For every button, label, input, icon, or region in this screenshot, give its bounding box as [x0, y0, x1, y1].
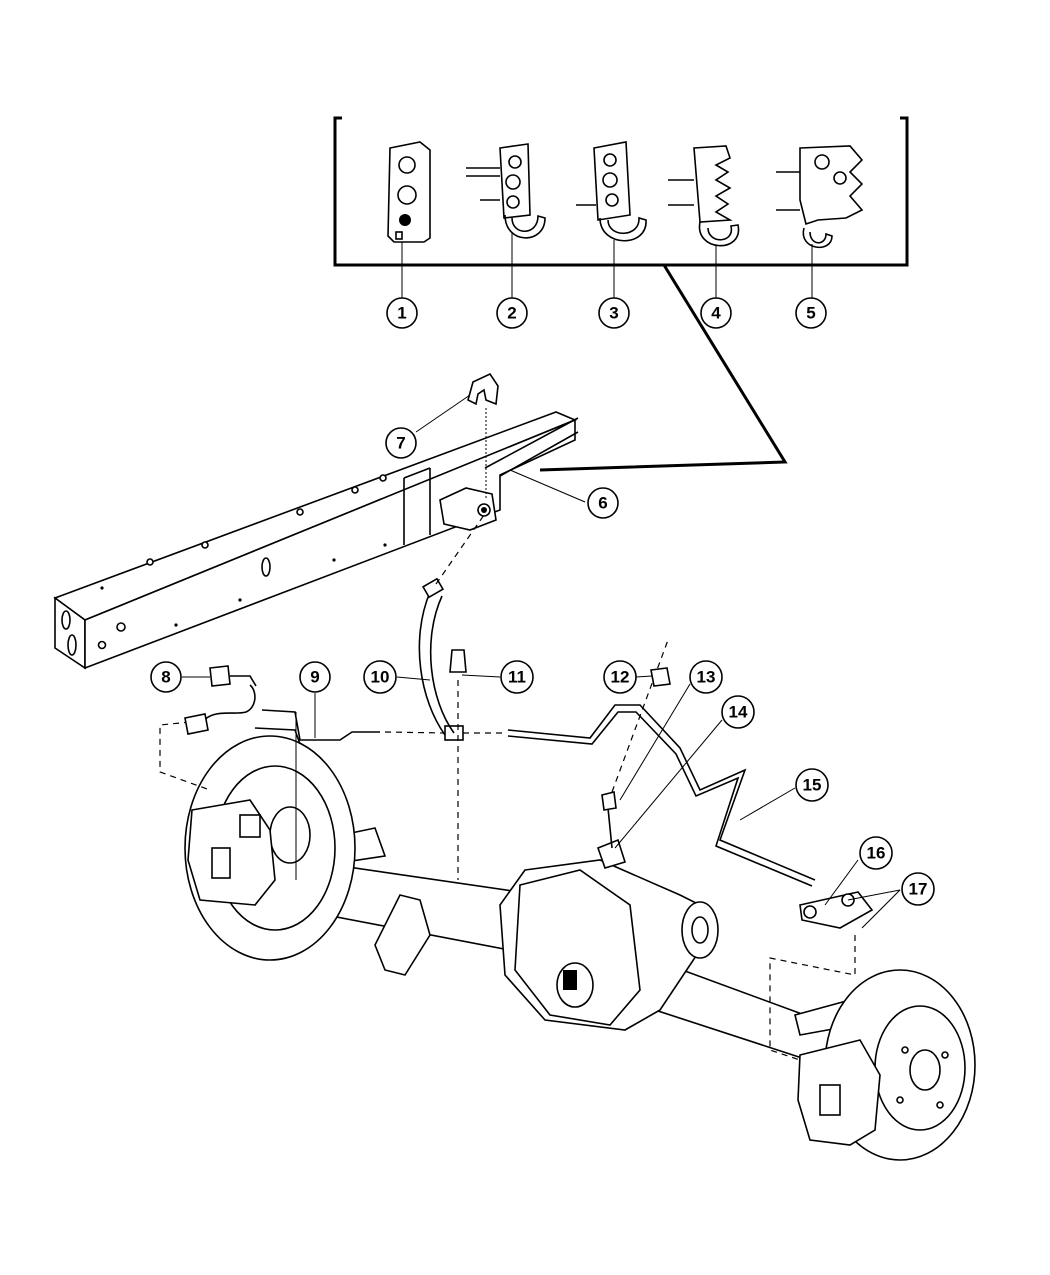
callout-label-5: 5 [806, 304, 815, 323]
clip-part-2 [466, 143, 546, 298]
clip-part-5 [776, 145, 864, 298]
clip-part-4 [668, 145, 740, 298]
callout-11: 11 [500, 660, 534, 694]
callout-10: 10 [363, 660, 397, 694]
callout-2: 2 [496, 297, 528, 329]
callout-label-15: 15 [803, 776, 822, 795]
callout-label-8: 8 [161, 668, 170, 687]
callout-label-14: 14 [729, 703, 748, 722]
callout-label-6: 6 [598, 494, 607, 513]
clip-part-3 [576, 141, 647, 298]
callout-label-3: 3 [609, 304, 618, 323]
callout-5: 5 [795, 297, 827, 329]
callout-8: 8 [150, 661, 182, 693]
callout-9: 9 [299, 661, 331, 693]
callout-label-9: 9 [310, 668, 319, 687]
callout-14: 14 [721, 695, 755, 729]
callout-label-4: 4 [711, 304, 721, 323]
brake-lines [159, 514, 874, 1061]
callout-label-7: 7 [396, 434, 405, 453]
clip-inset-box [333, 116, 909, 472]
frame-rail [53, 411, 579, 670]
callout-label-16: 16 [867, 844, 886, 863]
callout-1: 1 [386, 297, 418, 329]
callout-6: 6 [587, 487, 619, 519]
hose-bracket [439, 487, 497, 531]
callout-label-13: 13 [697, 668, 716, 687]
callout-3: 3 [598, 297, 630, 329]
left-brake-assembly [184, 735, 356, 961]
callout-13: 13 [689, 660, 723, 694]
callout-15: 15 [795, 768, 829, 802]
callout-label-1: 1 [397, 304, 406, 323]
clip-part-1 [387, 141, 431, 298]
callout-label-12: 12 [611, 668, 630, 687]
rear-axle [299, 827, 901, 1092]
callout-4: 4 [700, 297, 732, 329]
callout-label-10: 10 [371, 668, 390, 687]
callout-7: 7 [385, 427, 417, 459]
callout-17: 17 [901, 872, 935, 906]
callout-label-17: 17 [909, 880, 928, 899]
callout-label-11: 11 [508, 668, 526, 687]
callout-16: 16 [859, 836, 893, 870]
callout-label-2: 2 [507, 304, 516, 323]
right-brake-assembly [797, 969, 976, 1161]
leader-lines [182, 394, 901, 929]
callout-12: 12 [603, 660, 637, 694]
retaining-clip [467, 372, 499, 500]
